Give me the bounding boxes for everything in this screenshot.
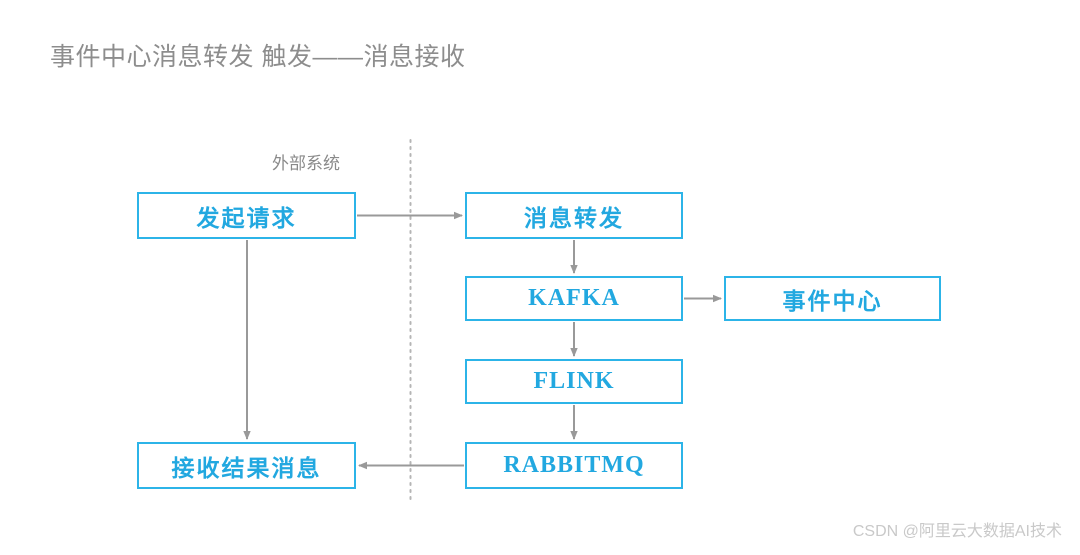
csdn-watermark: CSDN @阿里云大数据AI技术 [852,523,1062,540]
node-initiate-request[interactable]: 发起请求 [137,192,356,239]
node-message-forward[interactable]: 消息转发 [465,192,683,239]
node-flink[interactable]: FLINK [465,359,683,404]
label-external-system: 外部系统 [272,154,340,173]
node-event-center[interactable]: 事件中心 [724,276,941,321]
node-receive-result[interactable]: 接收结果消息 [137,442,356,489]
page-title: 事件中心消息转发 触发——消息接收 [50,43,466,71]
node-kafka[interactable]: KAFKA [465,276,683,321]
node-rabbitmq[interactable]: RABBITMQ [465,442,683,489]
